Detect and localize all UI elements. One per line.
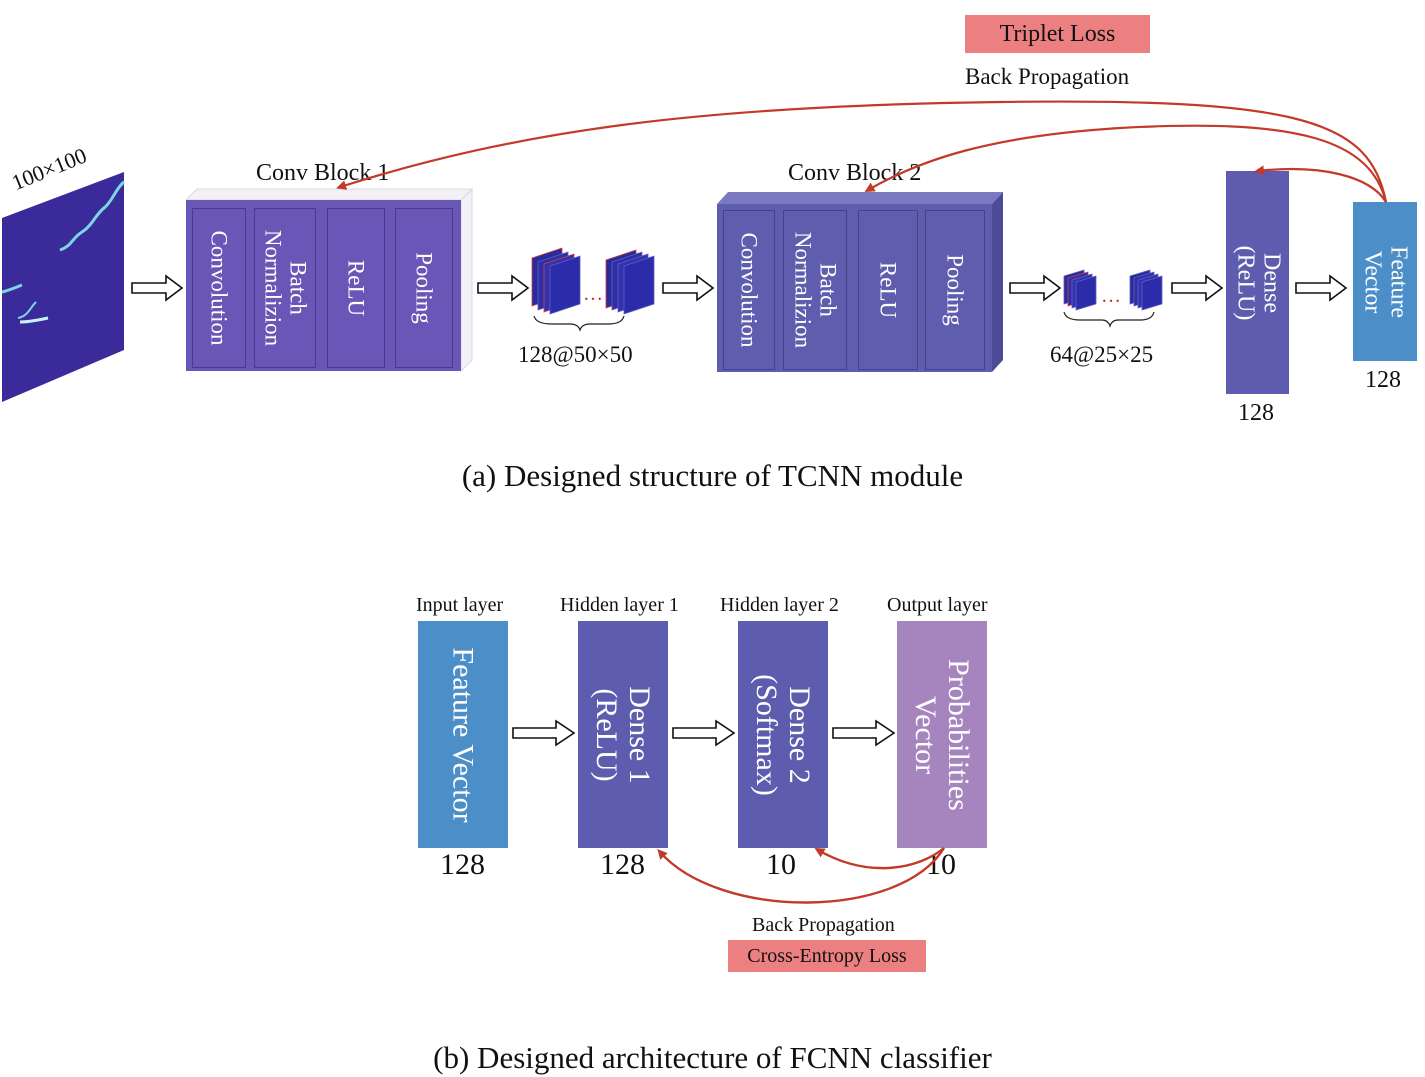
caption-a: (a) Designed structure of TCNN module — [461, 458, 964, 493]
conv-block2-batchnorm: Batch Normalizion — [783, 210, 847, 370]
fcnn-hidden2-block: Dense 2 (Softmax) — [738, 621, 828, 848]
conv-block1-relu: ReLU — [327, 208, 385, 368]
brace — [1063, 311, 1155, 328]
conv-block1-convolution: Convolution — [192, 208, 246, 368]
svg-text:…: … — [583, 283, 603, 305]
hollow-arrow-icon — [512, 719, 576, 747]
conv-block1: Convolution Batch Normalizion ReLU Pooli… — [186, 200, 461, 371]
backprop-label-b: Back Propagation — [752, 914, 895, 936]
hollow-arrow-icon — [672, 719, 736, 747]
fcnn-output-block: Probabilities Vector — [897, 621, 987, 848]
hollow-arrow-icon — [477, 274, 530, 302]
fcnn-input-block: Feature Vector — [418, 621, 508, 848]
fcnn-size-hidden2: 10 — [766, 848, 796, 881]
conv-block1-pooling: Pooling — [395, 208, 453, 368]
hollow-arrow-icon — [1009, 274, 1062, 302]
fcnn-size-input: 128 — [440, 848, 485, 881]
backprop-arrow-dense — [1254, 165, 1387, 203]
hollow-arrow-icon — [832, 719, 896, 747]
conv-block1-batchnorm: Batch Normalizion — [254, 208, 316, 368]
hollow-arrow-icon — [131, 274, 184, 302]
conv-block2-convolution: Convolution — [723, 210, 775, 370]
fm1-label: 128@50×50 — [518, 342, 633, 367]
input-image-trace — [17, 301, 37, 319]
backprop-arrow-dense1 — [657, 847, 946, 904]
input-image-trace — [19, 316, 49, 324]
feature-map-stack — [1129, 269, 1163, 311]
input-image-trace — [1, 283, 23, 294]
conv-block2-pooling: Pooling — [925, 210, 985, 370]
fcnn-size-hidden1: 128 — [600, 848, 645, 881]
dense-size: 128 — [1238, 400, 1274, 426]
svg-text:…: … — [1101, 285, 1121, 307]
conv-block1-title: Conv Block 1 — [256, 160, 390, 186]
cross-entropy-loss-box: Cross-Entropy Loss — [728, 940, 926, 972]
feature-map-stack — [1063, 269, 1097, 311]
conv-block2-relu: ReLU — [858, 210, 918, 370]
triplet-loss-box: Triplet Loss — [965, 15, 1150, 53]
input-image-trace — [59, 180, 125, 252]
caption-b: (b) Designed architecture of FCNN classi… — [433, 1040, 992, 1075]
hollow-arrow-icon — [1171, 274, 1224, 302]
layer-header-hidden2: Hidden layer 2 — [720, 594, 839, 616]
fm2-label: 64@25×25 — [1050, 342, 1154, 367]
backprop-arrow-block2 — [864, 124, 1388, 203]
feature-map-stack — [531, 247, 581, 315]
feature-size: 128 — [1365, 367, 1401, 393]
input-image-plane — [2, 172, 124, 402]
layer-header-hidden1: Hidden layer 1 — [560, 594, 679, 616]
layer-header-input: Input layer — [416, 594, 504, 616]
feature-map-stack — [605, 249, 655, 315]
dense-relu-block: Dense (ReLU) — [1226, 171, 1289, 394]
hollow-arrow-icon — [662, 274, 715, 302]
feature-vector-block: Feature Vector — [1353, 202, 1417, 361]
brace — [533, 315, 625, 332]
backprop-arrow-dense2 — [814, 847, 945, 870]
fcnn-hidden1-block: Dense 1 (ReLU) — [578, 621, 668, 848]
conv-block2: Convolution Batch Normalizion ReLU Pooli… — [717, 204, 992, 372]
layer-header-output: Output layer — [887, 594, 988, 616]
backprop-label-a: Back Propagation — [965, 64, 1130, 89]
backprop-arrow-block1 — [336, 100, 1388, 203]
hollow-arrow-icon — [1295, 274, 1348, 302]
